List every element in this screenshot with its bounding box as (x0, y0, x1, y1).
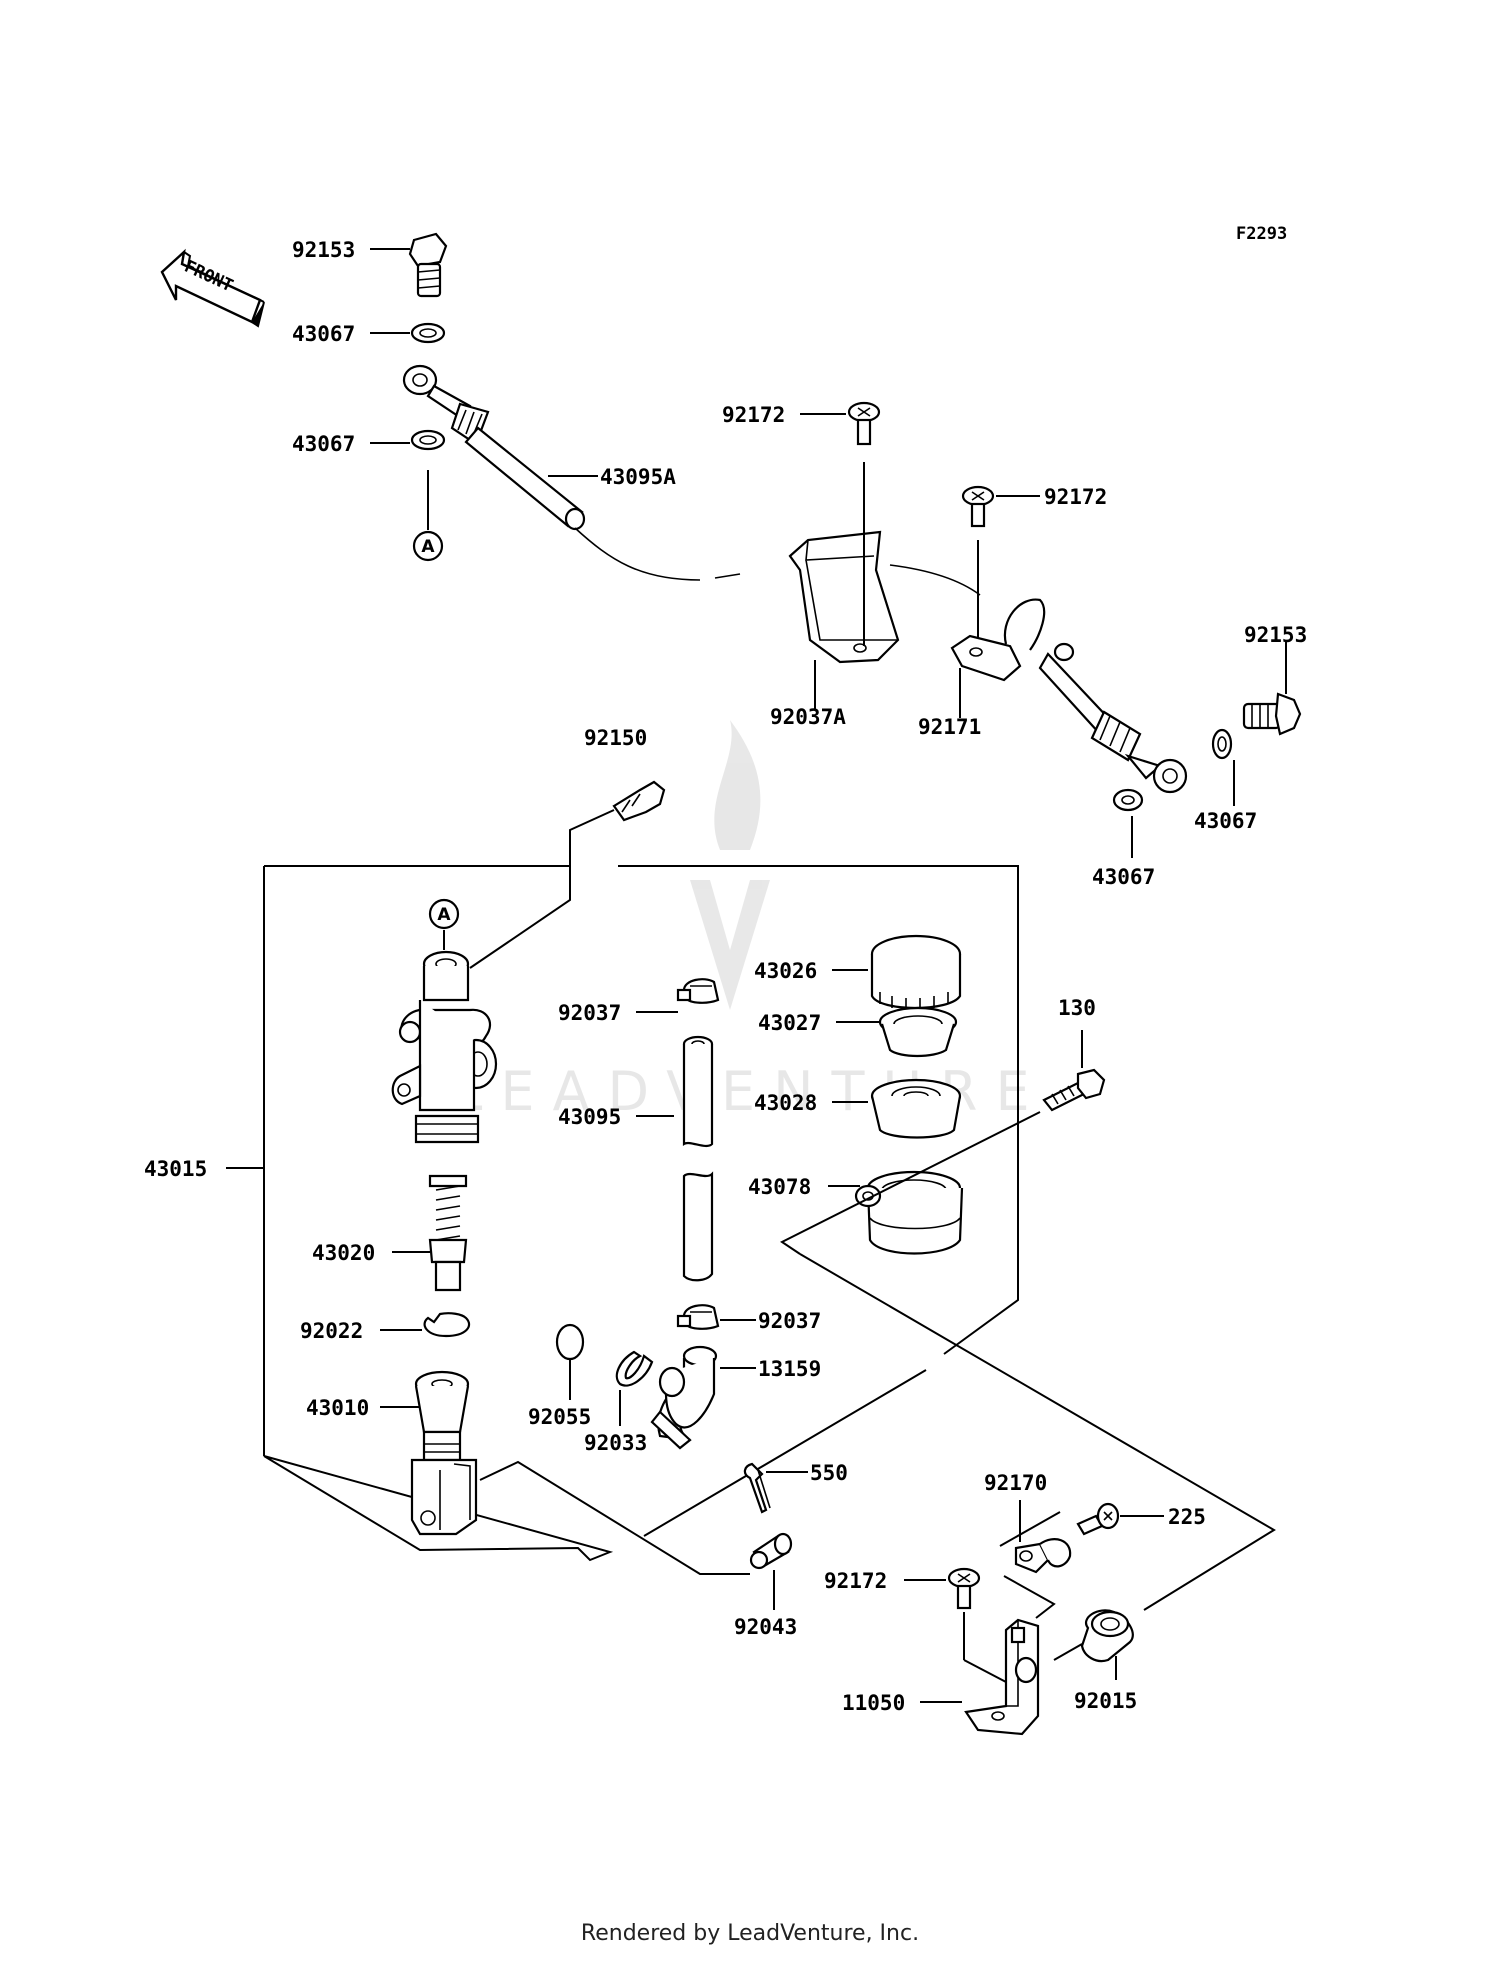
label-550: 550 (810, 1461, 848, 1485)
snap-ring-icon (615, 1350, 654, 1387)
label-43067-a: 43067 (292, 322, 355, 346)
label-92153-right: 92153 (1244, 623, 1307, 647)
cotter-pin-icon (743, 1462, 771, 1514)
label-92153-top: 92153 (292, 238, 355, 262)
push-rod-icon (410, 1370, 478, 1536)
bolt-icon (1042, 1068, 1106, 1112)
label-43026: 43026 (754, 959, 817, 983)
label-92033: 92033 (584, 1431, 647, 1455)
label-92172-b: 92172 (1044, 485, 1107, 509)
label-92172-c: 92172 (824, 1569, 887, 1593)
label-13159: 13159 (758, 1357, 821, 1381)
bleeder-screw-icon (612, 780, 666, 822)
label-43010: 43010 (306, 1396, 369, 1420)
hose-clamp-icon (950, 598, 1046, 682)
diaphragm-plate-icon (878, 1006, 958, 1058)
label-92150: 92150 (584, 726, 647, 750)
label-92022: 92022 (300, 1319, 363, 1343)
circlip-icon (423, 1312, 471, 1338)
hose-clip-icon (676, 1304, 720, 1330)
label-43067-b: 43067 (292, 432, 355, 456)
hose-clip-icon (676, 978, 720, 1004)
washer-icon (410, 429, 446, 451)
label-225: 225 (1168, 1505, 1206, 1529)
reservoir-bracket-icon (964, 1618, 1040, 1736)
label-92015: 92015 (1074, 1689, 1137, 1713)
label-92172-a: 92172 (722, 403, 785, 427)
label-43020: 43020 (312, 1241, 375, 1265)
label-43027: 43027 (758, 1011, 821, 1035)
screw-icon (847, 401, 881, 446)
watermark-logo: LEADVENTURE (452, 720, 1030, 1123)
small-clamp-icon (1014, 1538, 1072, 1574)
master-cylinder-body-icon (391, 950, 498, 1144)
label-130: 130 (1058, 996, 1096, 1020)
label-92170: 92170 (984, 1471, 1047, 1495)
label-92043: 92043 (734, 1615, 797, 1639)
label-43067-c: 43067 (1194, 809, 1257, 833)
screw-icon (961, 485, 995, 528)
washer-icon (410, 322, 446, 344)
label-92037-top: 92037 (558, 1001, 621, 1025)
label-43015: 43015 (144, 1157, 207, 1181)
screw-icon (947, 1567, 981, 1610)
o-ring-icon (555, 1323, 585, 1361)
figure-code: F2293 (1236, 224, 1287, 244)
banjo-bolt-right-icon (1242, 692, 1302, 736)
label-92055: 92055 (528, 1405, 591, 1429)
label-92171: 92171 (918, 715, 981, 739)
elbow-fitting-icon (650, 1345, 718, 1450)
label-43028: 43028 (754, 1091, 817, 1115)
label-43067-d: 43067 (1092, 865, 1155, 889)
label-92037A: 92037A (770, 705, 846, 729)
brake-hose-lower-icon (1038, 642, 1188, 794)
washer-icon (1211, 728, 1233, 760)
reservoir-cap-icon (870, 934, 962, 1010)
label-43095A: 43095A (600, 465, 676, 489)
label-43078: 43078 (748, 1175, 811, 1199)
banjo-bolt-top-icon (408, 232, 448, 298)
label-43095: 43095 (558, 1105, 621, 1129)
ref-marker-a-top (412, 530, 444, 562)
label-92037-bottom: 92037 (758, 1309, 821, 1333)
footer-credit: Rendered by LeadVenture, Inc. (580, 1921, 920, 1946)
grommet-icon (1080, 1609, 1134, 1663)
screw-icon (1076, 1502, 1120, 1536)
front-arrow-icon: FRONT (160, 248, 265, 328)
clevis-pin-icon (749, 1532, 793, 1570)
piston-spring-icon (428, 1174, 468, 1292)
label-11050: 11050 (842, 1691, 905, 1715)
reservoir-hose-icon (682, 1035, 714, 1282)
ref-marker-a-top-text: A (421, 537, 435, 557)
diaphragm-icon (870, 1078, 962, 1139)
reservoir-icon (854, 1170, 964, 1255)
ref-marker-a-body-text: A (437, 905, 451, 925)
ref-marker-a-body (428, 898, 460, 930)
hose-guide-bracket-icon (788, 530, 900, 664)
washer-icon (1112, 788, 1144, 812)
brake-hose-upper-icon (402, 364, 586, 531)
